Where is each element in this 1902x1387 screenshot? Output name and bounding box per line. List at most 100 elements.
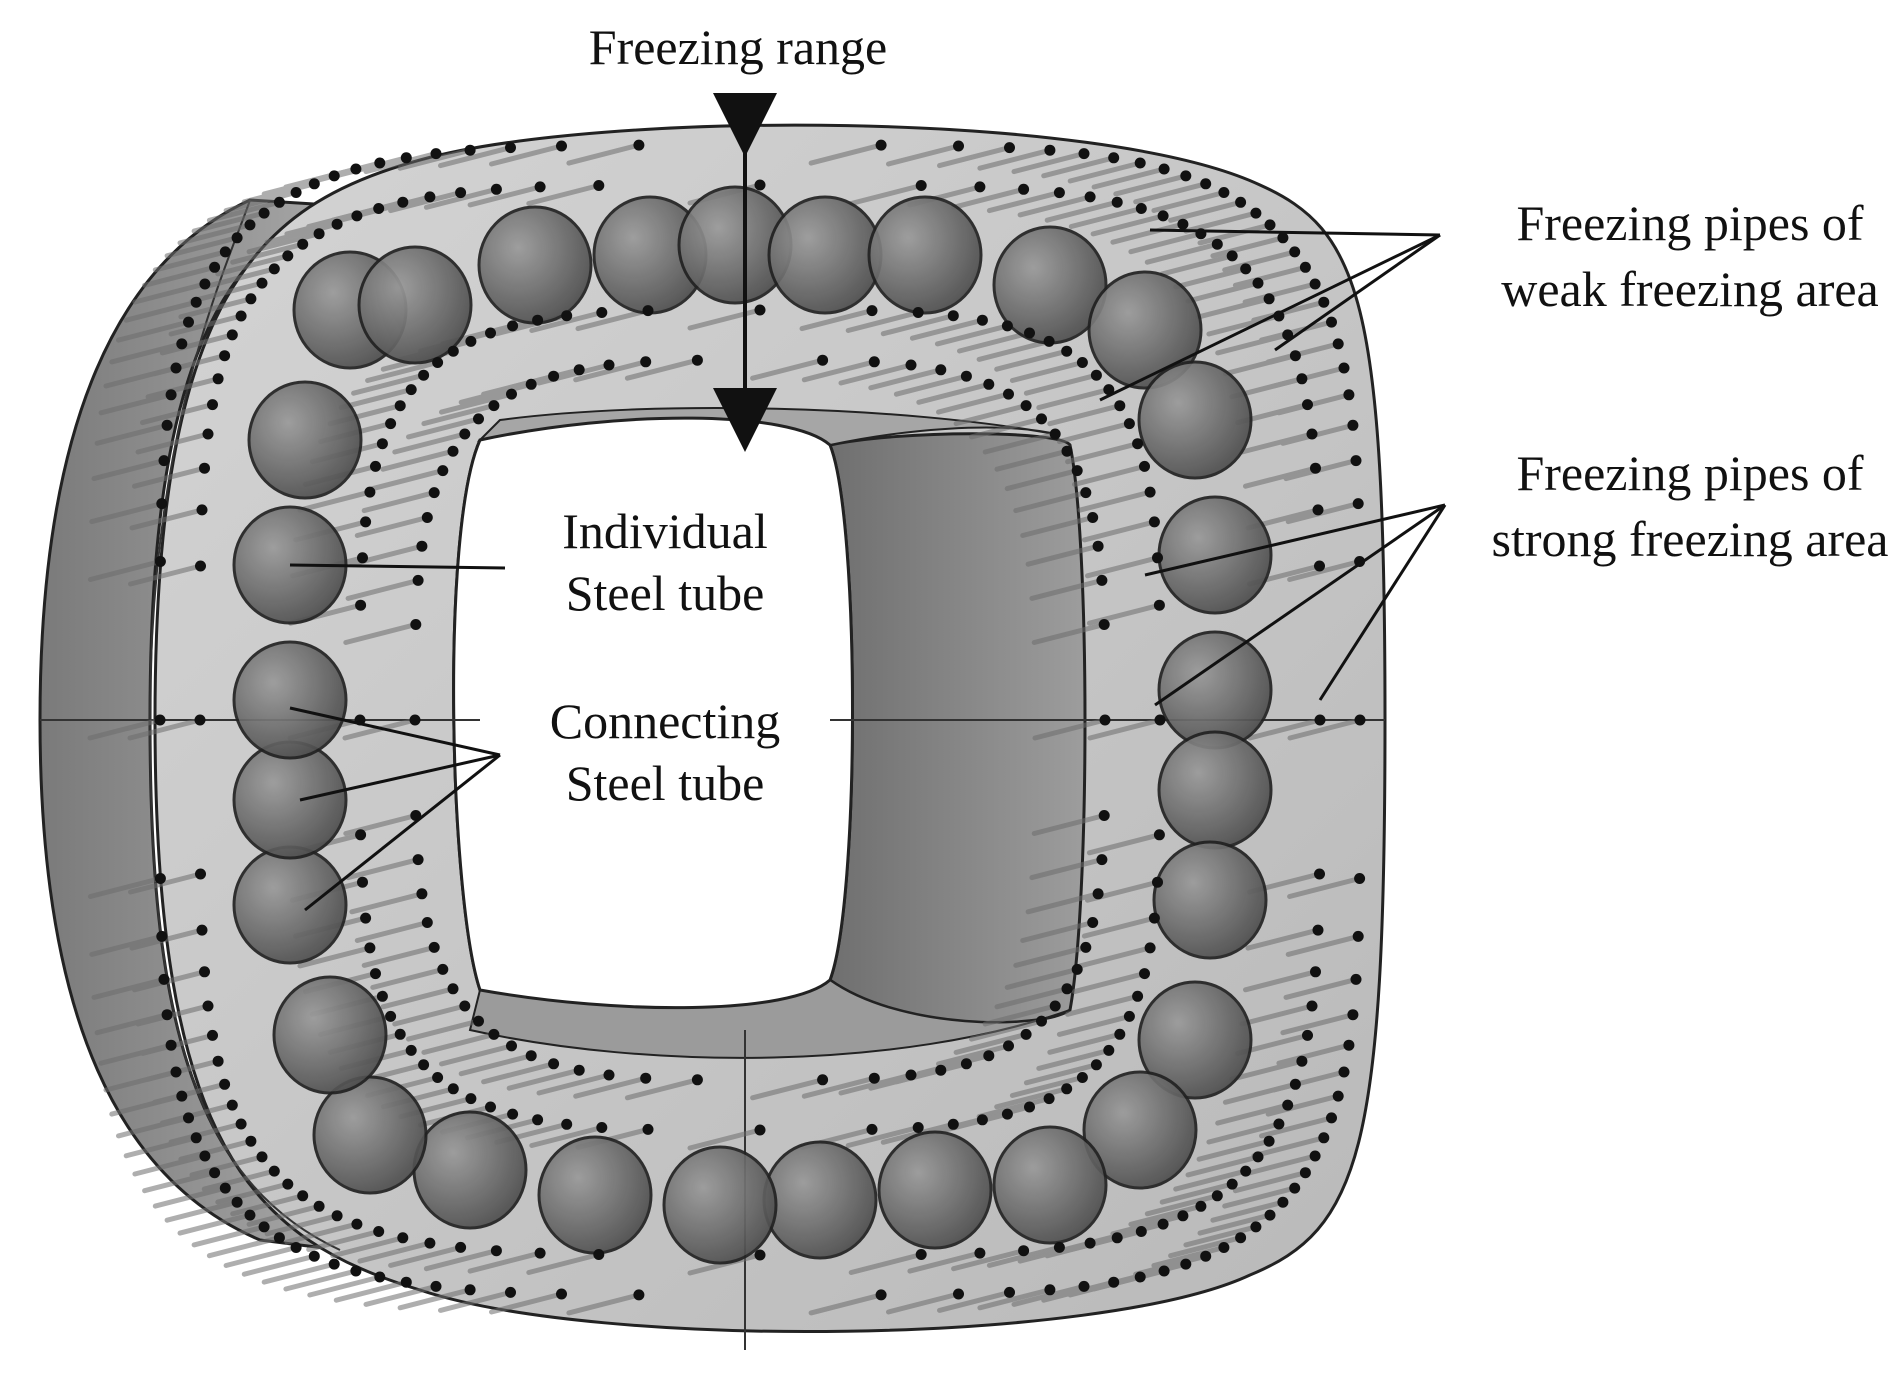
freezing-pipe-dot [506, 388, 517, 400]
freezing-pipe-dot [374, 157, 386, 169]
freezing-pipe-dot [373, 1226, 385, 1237]
pipe-streak [392, 431, 468, 455]
freezing-pipe-dot [437, 465, 449, 477]
freezing-pipe-dot [364, 942, 376, 954]
freezing-pipe-dot [1153, 829, 1165, 841]
freezing-pipe-dot [421, 512, 433, 523]
freezing-pipe-dot [424, 1237, 436, 1249]
freezing-pipe-dot [161, 1009, 173, 1021]
pipe-streak [132, 465, 207, 489]
pipe-streak [1271, 365, 1347, 389]
freezing-pipe-dot [1296, 1055, 1308, 1067]
freezing-pipe-dot [1152, 876, 1163, 888]
pipe-streak [1017, 1240, 1093, 1264]
pipe-streak [1144, 1193, 1220, 1217]
freezing-pipe-dot [473, 413, 484, 425]
freezing-pipe-dot [490, 1245, 502, 1257]
freezing-pipe-dot [556, 1288, 567, 1300]
freezing-pipe-dot [244, 1209, 256, 1221]
pipe-streak [152, 1185, 228, 1209]
pipe-streak [1271, 1069, 1347, 1093]
freezing-pipe-dot [409, 714, 421, 726]
freezing-pipe-dot [1158, 163, 1170, 175]
pipe-streak [801, 359, 877, 383]
pipe-streak [343, 622, 419, 645]
freezing-pipe-dot [603, 359, 615, 371]
freezing-pipe-dot [1277, 1196, 1289, 1208]
pipe-streak [206, 1235, 282, 1259]
pipe-streak [1128, 231, 1204, 255]
label-strong-line2: strong freezing area [1492, 511, 1889, 567]
freezing-pipe-dot [1108, 1276, 1120, 1288]
freezing-pipe-dot [548, 370, 560, 382]
pipe-streak [89, 501, 165, 525]
steel-tube [247, 380, 363, 500]
pipe-streak [438, 145, 513, 169]
freezing-pipe-dot [1309, 278, 1321, 290]
freezing-pipe-dot [1087, 917, 1099, 928]
freezing-pipe-dot [405, 1044, 417, 1056]
freezing-pipe-dot [394, 400, 406, 412]
pipe-streak [439, 1043, 514, 1067]
freezing-pipe-dot [1306, 1000, 1318, 1012]
pipe-streak [801, 1075, 877, 1099]
freezing-pipe-dot [190, 1132, 202, 1144]
freezing-pipe-dot [273, 196, 285, 208]
freezing-pipe-dot [642, 1123, 654, 1135]
freezing-pipe-dot [1053, 187, 1065, 199]
pipe-streak [687, 1127, 763, 1151]
freezing-pipe-dot [953, 140, 964, 152]
freezing-pipe-dot [1180, 170, 1192, 182]
pipe-streak [977, 1287, 1053, 1311]
freezing-pipe-dot [328, 170, 340, 182]
freezing-pipe-dot [231, 232, 243, 244]
pipe-streak [976, 338, 1052, 362]
pipe-streak [1197, 222, 1273, 246]
freezing-pipe-dot [373, 203, 385, 214]
freezing-pipe-dot [485, 1101, 496, 1113]
freezing-pipe-dot [350, 1265, 362, 1277]
pipe-streak [1072, 971, 1147, 995]
freezing-pipe-dot [1314, 868, 1325, 880]
pipe-streak [467, 184, 543, 208]
freezing-pipe-dot [1139, 968, 1150, 980]
freezing-pipe-dot [983, 378, 995, 390]
freezing-pipe-dot [199, 462, 210, 474]
pipe-streak [1017, 194, 1093, 218]
freezing-pipe-dot [1312, 924, 1324, 936]
freezing-pipe-dot [1090, 369, 1102, 381]
pipe-streak [868, 1067, 944, 1091]
pipe-streak [573, 1075, 649, 1099]
pipe-streak [1242, 281, 1318, 305]
freezing-pipe-dot [400, 1276, 412, 1288]
freezing-pipe-dot [1098, 619, 1110, 630]
freezing-pipe-dot [235, 310, 247, 322]
pipe-streak [123, 299, 199, 323]
pipe-streak [1185, 1154, 1261, 1178]
freezing-pipe-dot [360, 516, 372, 528]
pipe-streak [1081, 519, 1157, 543]
freezing-pipe-dot [447, 445, 459, 457]
pipe-streak [566, 142, 642, 166]
pipe-streak [1081, 915, 1157, 939]
freezing-pipe-dot [207, 1029, 218, 1041]
freezing-pipe-dot [1318, 1132, 1330, 1144]
freezing-pipe-dot [1338, 362, 1350, 374]
freezing-pipe-dot [1049, 428, 1061, 440]
freezing-pipes [154, 139, 1366, 1301]
pipe-streak [1276, 392, 1352, 416]
pipe-streak [986, 190, 1062, 214]
freezing-pipe-dot [1180, 1258, 1192, 1270]
freezing-pipe-dot [464, 1284, 476, 1296]
pipe-streak [1196, 1138, 1272, 1162]
pipe-streak [1011, 151, 1087, 175]
pipe-streak [349, 891, 425, 915]
freezing-pipe-dot [1061, 445, 1073, 457]
pipe-streak [1285, 501, 1361, 525]
freezing-pipe-dot [1044, 144, 1056, 156]
freezing-pipe-dot [817, 354, 829, 366]
freezing-pipe-dot [410, 619, 422, 630]
pipe-streak [423, 1248, 499, 1272]
pipe-streak [750, 1077, 826, 1101]
pipe-streak [838, 362, 914, 386]
